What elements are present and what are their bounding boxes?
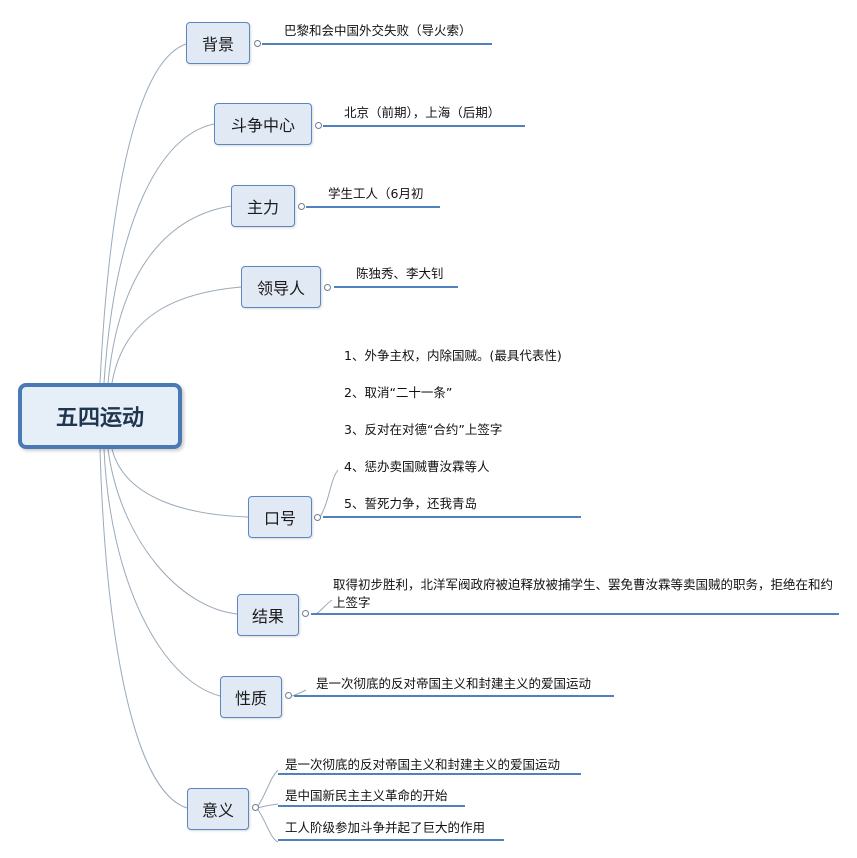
significance-item[interactable]: 工人阶级参加斗争并起了巨大的作用	[285, 820, 486, 835]
leaf-underline	[278, 839, 504, 841]
topic-leaders[interactable]: 领导人	[241, 266, 321, 308]
collapse-knob-icon[interactable]	[252, 804, 259, 811]
main-force-item[interactable]: 学生工人（6月初	[328, 186, 424, 201]
branch-nature	[103, 448, 221, 697]
collapse-knob-icon[interactable]	[302, 610, 309, 617]
collapse-knob-icon[interactable]	[315, 122, 322, 129]
leaf-underline	[262, 43, 492, 45]
branch-significance	[99, 448, 188, 809]
leaf-underline	[294, 695, 614, 697]
significance-item[interactable]: 是一次彻底的反对帝国主义和封建主义的爱国运动	[285, 757, 561, 772]
leaf-underline	[278, 805, 465, 807]
significance-item[interactable]: 是中国新民主主义革命的开始	[285, 788, 448, 803]
leaf-underline	[306, 206, 440, 208]
significance-connector-2	[256, 803, 279, 809]
slogan-item[interactable]: 1、外争主权，内除国贼。(最具代表性)	[344, 348, 562, 363]
leaf-underline	[323, 125, 525, 127]
slogan-item[interactable]: 3、反对在对德“合约”上签字	[344, 422, 503, 437]
nature-item[interactable]: 是一次彻底的反对帝国主义和封建主义的爱国运动	[316, 676, 592, 691]
slogan-item[interactable]: 2、取消“二十一条”	[344, 385, 453, 400]
center-item[interactable]: 北京（前期），上海（后期）	[344, 105, 501, 120]
result-item[interactable]: 取得初步胜利，北洋军阀政府被迫释放被捕学生、罢免曹汝霖等卖国贼的职务，拒绝在和约…	[333, 577, 834, 610]
topic-main-force[interactable]: 主力	[231, 185, 295, 227]
topic-significance[interactable]: 意义	[187, 788, 249, 830]
collapse-knob-icon[interactable]	[324, 284, 331, 291]
significance-connector-3	[256, 807, 279, 843]
nature-connector	[291, 689, 307, 697]
collapse-knob-icon[interactable]	[254, 40, 261, 47]
slogan-item[interactable]: 4、惩办卖国贼曹汝霖等人	[344, 459, 490, 474]
topic-center[interactable]: 斗争中心	[214, 103, 312, 145]
branch-leaders	[111, 286, 242, 384]
collapse-knob-icon[interactable]	[285, 692, 292, 699]
background-item[interactable]: 巴黎和会中国外交失败（导火索）	[284, 23, 472, 38]
leaf-underline	[334, 286, 458, 288]
topic-nature[interactable]: 性质	[220, 676, 282, 718]
topic-result[interactable]: 结果	[237, 594, 299, 636]
leaf-underline	[278, 773, 581, 775]
slogan-item[interactable]: 5、誓死力争，还我青岛	[344, 496, 477, 511]
result-connector	[315, 599, 333, 615]
branch-main-force	[107, 205, 232, 384]
branch-center	[103, 123, 215, 384]
collapse-knob-icon[interactable]	[314, 514, 321, 521]
leaf-underline	[311, 613, 839, 615]
central-topic[interactable]: 五四运动	[18, 383, 182, 449]
slogan-connector	[319, 469, 339, 518]
topic-background[interactable]: 背景	[186, 22, 250, 64]
topic-slogans[interactable]: 口号	[248, 496, 312, 538]
branch-result	[107, 448, 238, 615]
leaders-item[interactable]: 陈独秀、李大钊	[356, 266, 444, 281]
leaf-underline	[323, 516, 581, 518]
significance-connector-1	[256, 769, 279, 809]
collapse-knob-icon[interactable]	[298, 203, 305, 210]
branch-slogans	[111, 448, 249, 518]
branch-background	[99, 43, 187, 384]
